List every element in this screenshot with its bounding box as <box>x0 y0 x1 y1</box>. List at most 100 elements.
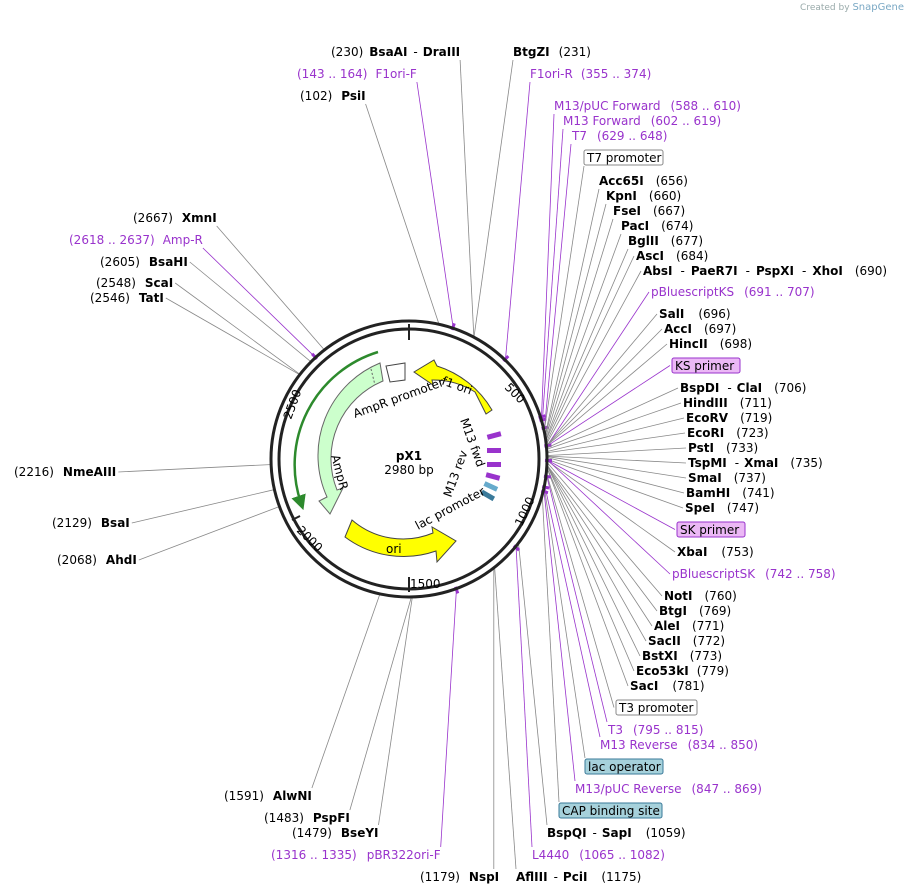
site-xmni[interactable]: (2667)XmnI <box>133 211 217 225</box>
site-btgzi[interactable]: BtgZI(231) <box>513 45 591 59</box>
site-sacii[interactable]: SacII(772) <box>648 634 725 648</box>
site-bseyi[interactable]: (1479)BseYI <box>292 826 379 840</box>
leader-line-bseyi <box>378 597 413 826</box>
leader-line-m13-forward <box>542 128 564 421</box>
site-m13-reverse[interactable]: M13 Reverse(834 .. 850) <box>600 738 758 752</box>
tick-label-1500: 1500 <box>410 577 441 591</box>
site-acc65i[interactable]: Acc65I(656) <box>599 174 688 188</box>
site-sali[interactable]: SalI(696) <box>659 307 731 321</box>
leader-line-paci <box>546 233 622 439</box>
site-paci[interactable]: PacI(674) <box>621 219 693 233</box>
site-t7[interactable]: T7(629 .. 648) <box>571 129 667 143</box>
site-ecorv[interactable]: EcoRV(719) <box>686 411 772 425</box>
tick-label-2500: 2500 <box>281 388 305 421</box>
feature-arrows <box>291 350 502 564</box>
site-f1ori-f[interactable]: (143 .. 164)F1ori-F <box>297 67 417 81</box>
site-ahdi[interactable]: (2068)AhdI <box>57 553 137 567</box>
svg-text:T7 promoter: T7 promoter <box>586 151 662 165</box>
site-ks-primer[interactable]: KS primer <box>671 357 741 374</box>
site-bamhi[interactable]: BamHI(741) <box>686 486 775 500</box>
feature-f1-ori-arrow[interactable] <box>413 359 493 415</box>
site-bsahi[interactable]: (2605)BsaHI <box>100 255 188 269</box>
leader-line-ks-primer <box>547 365 671 447</box>
site-m13-puc-reverse[interactable]: M13/pUC Reverse(847 .. 869) <box>575 782 762 796</box>
site-fsei[interactable]: FseI(667) <box>613 204 685 218</box>
site-bsaai[interactable]: (230)BsaAI-DraIII <box>331 45 460 59</box>
site-scai[interactable]: (2548)ScaI <box>96 276 173 290</box>
leader-line-bsaai <box>459 59 475 337</box>
leader-line-m13-puc-forward <box>541 113 555 417</box>
site-noti[interactable]: NotI(760) <box>664 589 737 603</box>
leader-line-tspmi <box>547 455 687 464</box>
site-tati[interactable]: (2546)TatI <box>90 291 164 305</box>
site-cap-binding-site[interactable]: CAP binding site <box>558 802 663 819</box>
site-l4440[interactable]: L4440(1065 .. 1082) <box>532 848 665 862</box>
leader-line-pbluescriptsk <box>547 460 671 575</box>
site-bstxi[interactable]: BstXI(773) <box>642 649 722 663</box>
site-lac-operator[interactable]: lac operator <box>584 758 664 775</box>
leader-line-saci <box>547 469 629 687</box>
site-alwni[interactable]: (1591)AlwNI <box>224 789 312 803</box>
leader-line-t3 <box>546 476 608 723</box>
site-pbluescriptks[interactable]: pBluescriptKS(691 .. 707) <box>651 285 815 299</box>
feature-ampr-arrow[interactable] <box>317 362 384 515</box>
site-nspi[interactable]: (1179)NspI <box>420 870 499 884</box>
site-bglii[interactable]: BglII(677) <box>628 234 703 248</box>
site-psii[interactable]: (102)PsiI <box>300 89 366 103</box>
site-hincii[interactable]: HincII(698) <box>669 337 752 351</box>
site-spei[interactable]: SpeI(747) <box>685 501 759 515</box>
leader-line-pspfi <box>349 597 412 811</box>
credit-prefix: Created by <box>800 3 850 13</box>
site-sk-primer[interactable]: SK primer <box>676 521 746 538</box>
leader-line-f1ori-r <box>505 81 531 360</box>
site-xbai[interactable]: XbaI(753) <box>677 545 754 559</box>
site-pspfi[interactable]: (1483)PspFI <box>264 811 350 825</box>
site-btgi[interactable]: BtgI(769) <box>659 604 731 618</box>
site-saci[interactable]: SacI(781) <box>630 679 705 693</box>
leader-line-hincii <box>547 343 668 446</box>
leader-line-m13-reverse <box>544 487 601 738</box>
site-smai[interactable]: SmaI(737) <box>688 471 766 485</box>
site-labels: (230)BsaAI-DraIII BtgZI(231) (143 .. 164… <box>14 45 887 884</box>
site-hindiii[interactable]: HindIII(711) <box>683 396 772 410</box>
plasmid-length: 2980 bp <box>384 463 434 477</box>
site-t7-promoter[interactable]: T7 promoter <box>583 149 664 166</box>
site-f1ori-r[interactable]: F1ori-R(355 .. 374) <box>530 67 651 81</box>
site-afliii[interactable]: AflIII-PciI(1175) <box>516 870 641 884</box>
leader-line-bstxi <box>547 467 641 657</box>
feature-ampr-promoter-arrow[interactable] <box>385 362 406 383</box>
site-asci[interactable]: AscI(684) <box>636 249 708 263</box>
site-ecori[interactable]: EcoRI(723) <box>687 426 769 440</box>
leader-line-f1ori-f <box>416 81 454 328</box>
leader-line-xbai <box>547 460 676 553</box>
leader-line-acc65i <box>545 188 600 434</box>
site-eco53ki[interactable]: Eco53kI(779) <box>636 664 729 678</box>
site-bspdi[interactable]: BspDI-ClaI(706) <box>680 381 806 395</box>
site-pbr322ori-f[interactable]: (1316 .. 1335)pBR322ori-F <box>271 848 441 862</box>
lac-operator-mark <box>483 481 499 492</box>
site-kpni[interactable]: KpnI(660) <box>606 189 681 203</box>
site-psti[interactable]: PstI(733) <box>688 441 758 455</box>
credit-watermark: Created by SnapGene <box>800 2 904 13</box>
site-m13-forward[interactable]: M13 Forward(602 .. 619) <box>563 114 721 128</box>
m13-fwd-mark-3 <box>487 462 501 467</box>
svg-text:SK primer: SK primer <box>680 523 739 537</box>
site-acci[interactable]: AccI(697) <box>664 322 736 336</box>
site-absi[interactable]: AbsI-PaeR7I-PspXI-XhoI(690) <box>643 264 887 278</box>
site-bsai[interactable]: (2129)BsaI <box>52 516 130 530</box>
leader-line-t7-promoter <box>544 165 585 429</box>
site-amp-r[interactable]: (2618 .. 2637)Amp-R <box>69 233 203 247</box>
site-tspmi[interactable]: TspMI-XmaI(735) <box>688 456 823 470</box>
site-alei[interactable]: AleI(771) <box>654 619 724 633</box>
leader-line-spei <box>547 459 684 509</box>
site-m13-puc-forward[interactable]: M13/pUC Forward(588 .. 610) <box>554 99 741 113</box>
site-bspqi[interactable]: BspQI-SapI(1059) <box>547 826 686 840</box>
leader-line-btgi <box>547 465 658 612</box>
feature-ori-arrow[interactable] <box>344 519 457 564</box>
leader-line-alwni <box>311 594 380 789</box>
site-t3[interactable]: T3(795 .. 815) <box>607 723 703 737</box>
site-t3-promoter[interactable]: T3 promoter <box>615 699 698 716</box>
site-pbluescriptsk[interactable]: pBluescriptSK(742 .. 758) <box>672 567 836 581</box>
leader-line-btgzi <box>473 59 514 337</box>
site-nmeaiii[interactable]: (2216)NmeAIII <box>14 465 116 479</box>
